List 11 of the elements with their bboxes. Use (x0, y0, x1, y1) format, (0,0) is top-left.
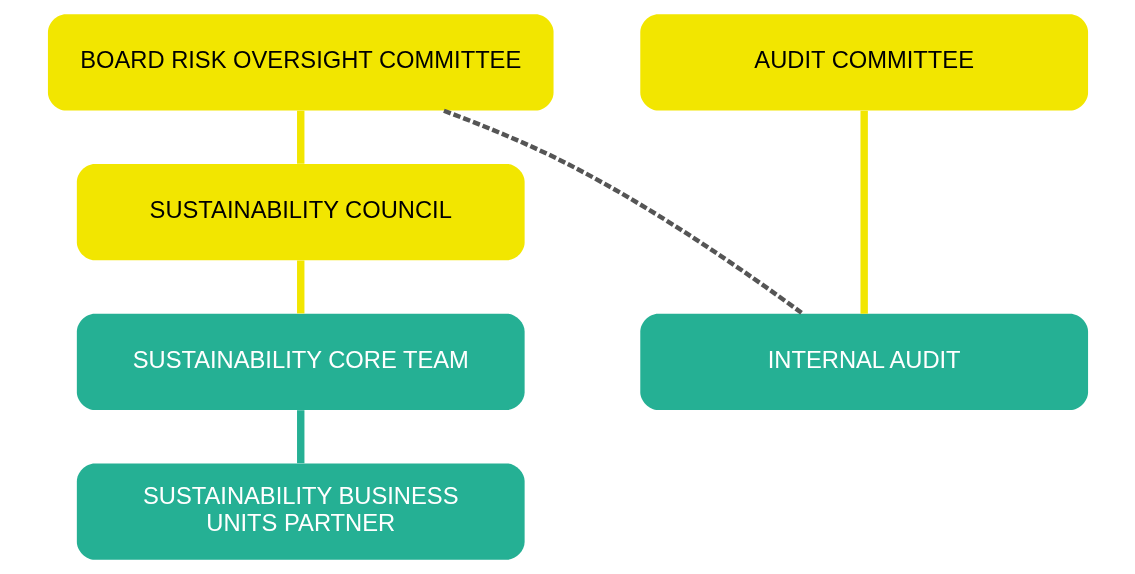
connector (296, 110, 304, 164)
connector (296, 410, 304, 464)
node-box: AUDIT COMMITTEE (639, 14, 1088, 111)
node-box: SUSTAINABILITY CORE TEAM (76, 313, 525, 411)
node-box: BOARD RISK OVERSIGHT COMMITTEE (47, 14, 554, 111)
connector (442, 108, 804, 316)
connector (296, 260, 304, 314)
node-box: SUSTAINABILITY BUSINESS UNITS PARTNER (76, 463, 525, 560)
connector (859, 110, 868, 314)
node-box: INTERNAL AUDIT (639, 313, 1088, 411)
node-box: SUSTAINABILITY COUNCIL (76, 163, 525, 261)
